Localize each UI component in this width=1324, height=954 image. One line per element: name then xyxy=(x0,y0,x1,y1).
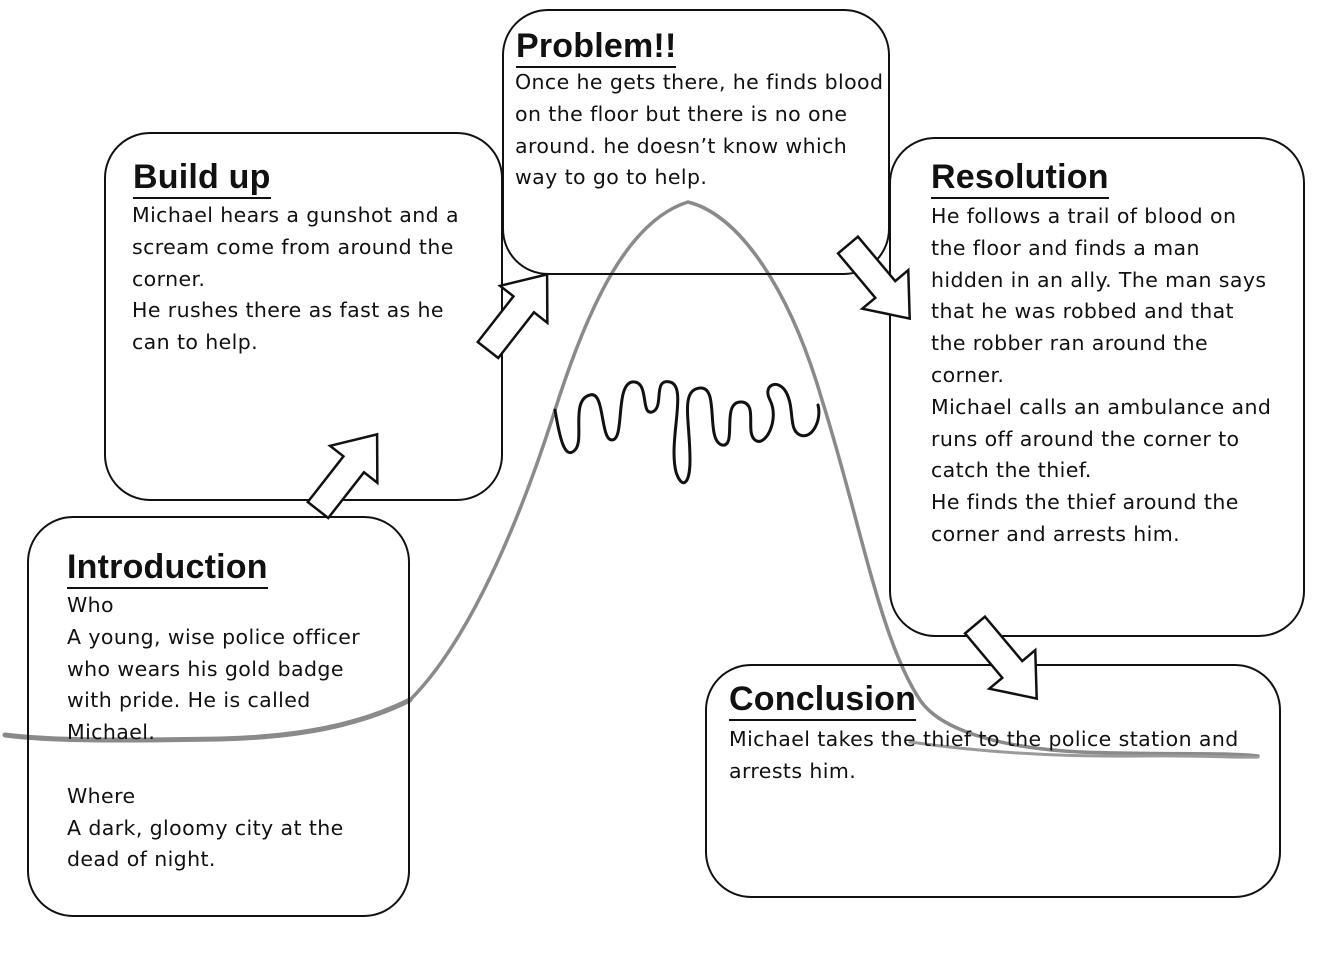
buildup-title: Build up xyxy=(133,158,271,199)
problem-title: Problem!! xyxy=(516,27,677,68)
conclusion-box: Conclusion Michael takes the thief to th… xyxy=(705,664,1281,898)
resolution-text: He follows a trail of blood on the floor… xyxy=(931,204,1272,546)
buildup-text: Michael hears a gunshot and a scream com… xyxy=(132,203,459,355)
problem-box: Problem!! Once he gets there, he finds b… xyxy=(502,9,890,275)
introduction-box: Introduction Who A young, wise police of… xyxy=(27,516,410,917)
introduction-text: Who A young, wise police officer who wea… xyxy=(67,593,361,872)
buildup-box: Build up Michael hears a gunshot and a s… xyxy=(104,132,503,501)
introduction-title: Introduction xyxy=(67,548,268,589)
problem-text: Once he gets there, he finds blood on th… xyxy=(515,70,884,190)
resolution-box: Resolution He follows a trail of blood o… xyxy=(889,137,1305,637)
conclusion-text: Michael takes the thief to the police st… xyxy=(729,727,1239,783)
conclusion-title: Conclusion xyxy=(729,680,917,721)
snow-cap-squiggle xyxy=(553,380,821,485)
resolution-title: Resolution xyxy=(931,158,1109,199)
